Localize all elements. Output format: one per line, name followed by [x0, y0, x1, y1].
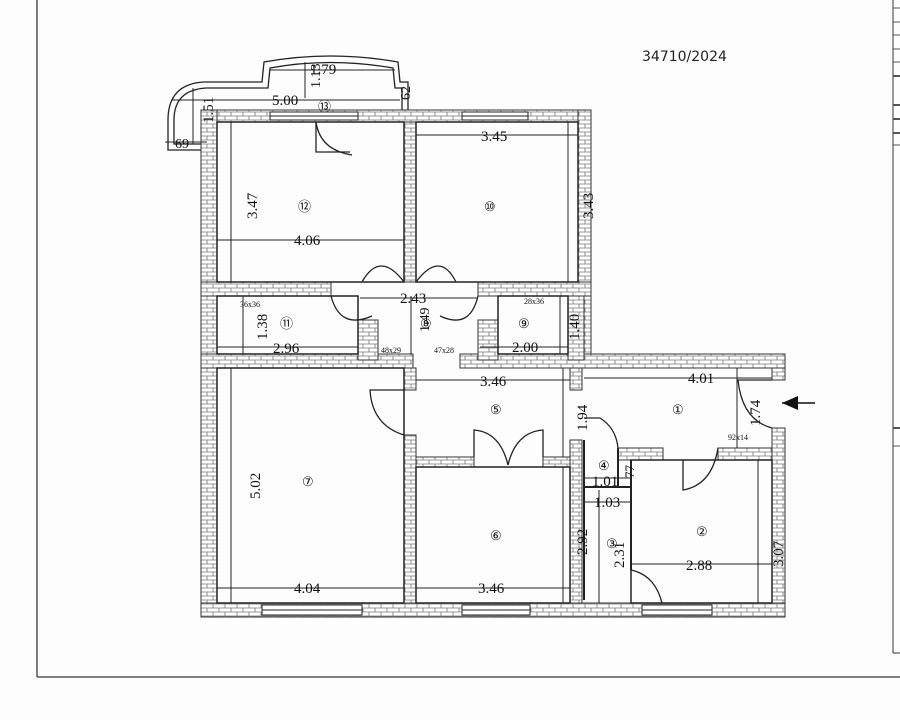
dim-11-height: 1.38 — [255, 314, 271, 340]
dim-7-width: 4.04 — [294, 581, 321, 597]
dim-6-height: 2.92 — [575, 529, 591, 555]
dim-1-width: 4.01 — [688, 371, 714, 387]
niche-8-right: 47x28 — [434, 346, 454, 355]
niche-11: 36x36 — [240, 300, 260, 309]
dim-4-height: 77 — [622, 465, 637, 479]
dim-9-width: 2.00 — [512, 340, 538, 356]
walls — [200, 109, 786, 618]
niche-9: 28x36 — [524, 297, 544, 306]
dim-balcony-offset: 62 — [399, 86, 414, 100]
room-label-8: ⑧ — [420, 316, 432, 331]
dim-balcony-depth: 69 — [175, 137, 189, 152]
room-outlines — [216, 121, 773, 604]
room-label-2: ② — [696, 524, 708, 539]
dim-9-height: 1.40 — [567, 314, 583, 340]
dim-12-width: 4.06 — [294, 233, 321, 249]
dim-3-width: 1.03 — [594, 495, 620, 511]
room-label-12: ⑫ — [298, 199, 311, 214]
doors — [315, 121, 773, 604]
document-number: 34710/2024 — [642, 49, 727, 65]
windows — [261, 111, 713, 616]
room-label-3: ③ — [606, 536, 618, 551]
balcony-13 — [167, 55, 409, 151]
dim-11-width: 2.96 — [273, 341, 300, 357]
room-label-10: ⑩ — [484, 199, 496, 214]
dim-balcony-length: 5.00 — [272, 93, 298, 109]
sheet-frame — [36, 0, 900, 678]
room-label-4: ④ — [598, 458, 610, 473]
dim-12-height: 3.47 — [245, 192, 261, 219]
dim-2-width: 2.88 — [686, 558, 712, 574]
room-label-9: ⑨ — [518, 316, 530, 331]
room-label-5: ⑤ — [490, 402, 502, 417]
dim-10-height: 3.43 — [581, 193, 597, 219]
room-label-6: ⑥ — [490, 528, 502, 543]
room-label-13: ⑬ — [318, 99, 331, 114]
dim-5-width: 3.46 — [480, 374, 507, 390]
dim-8-height: 1.49 — [418, 308, 433, 333]
dim-balcony-side: 1.51 — [201, 97, 217, 123]
dim-3-height: 2.31 — [612, 542, 628, 568]
dim-5-height: 1.94 — [575, 404, 591, 431]
room-label-7: ⑦ — [302, 474, 314, 489]
room-label-1: ① — [672, 402, 684, 417]
dim-13-width: 1.79 — [310, 62, 336, 78]
room-label-11: ⑪ — [280, 316, 293, 331]
dim-6-width: 3.46 — [478, 581, 505, 597]
entrance-arrow-icon — [782, 396, 815, 410]
niche-1: 92x14 — [728, 433, 748, 442]
niche-8-left: 48x29 — [381, 346, 401, 355]
dimension-lines — [165, 62, 772, 603]
dim-2-height: 3.07 — [771, 540, 787, 567]
dim-4-width: 1.01 — [592, 474, 618, 490]
dim-13-height: 1.13 — [309, 64, 324, 89]
dim-8-width: 2.43 — [400, 291, 426, 307]
dim-7-height: 5.02 — [248, 473, 264, 499]
dim-1-height: 1.74 — [748, 399, 764, 426]
dimension-texts: 1.79 1.13 ⑬ 5.00 62 1.51 69 3.47 4.06 ⑫ … — [175, 62, 787, 597]
dim-10-width: 3.45 — [481, 129, 507, 145]
